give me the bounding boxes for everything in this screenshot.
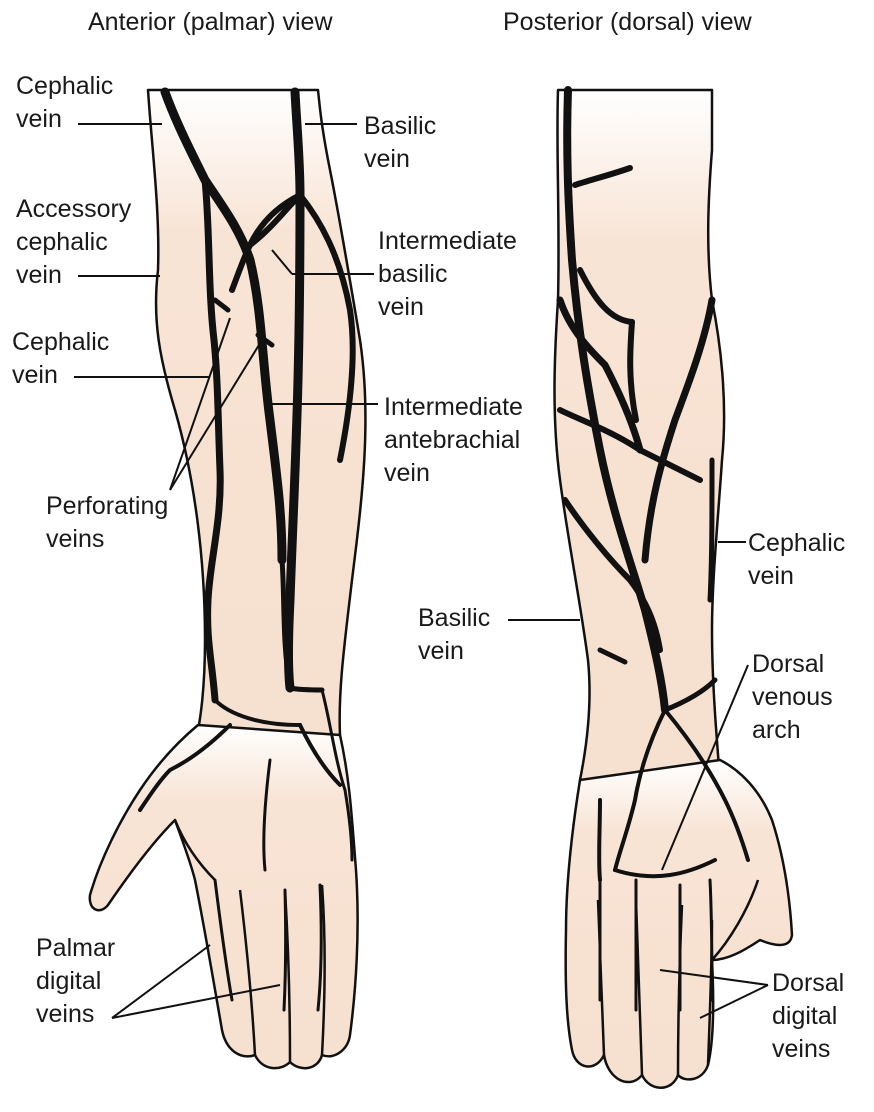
label-dorsal-digital-veins: Dorsal digital veins (772, 969, 845, 1063)
label-basilic-vein-posterior: Basilic vein (418, 604, 491, 665)
posterior-veins (556, 86, 750, 1012)
anterior-arm (88, 88, 367, 1070)
anterior-view-title: Anterior (palmar) view (88, 8, 333, 36)
leader-lines (74, 123, 769, 1019)
anterior-hand-outline (88, 723, 359, 1070)
label-accessory-cephalic-vein: Accessory cephalic vein (16, 195, 132, 289)
label-palmar-digital-veins: Palmar digital veins (36, 934, 116, 1028)
label-cephalic-vein-mid: Cephalic vein (12, 328, 110, 389)
label-intermediate-antebrachial-vein: Intermediate antebrachial vein (384, 393, 523, 487)
label-basilic-vein-anterior: Basilic vein (364, 112, 437, 173)
anterior-forearm-outline (146, 88, 367, 737)
label-cephalic-vein-upper: Cephalic vein (16, 72, 114, 133)
label-cephalic-vein-posterior: Cephalic vein (748, 529, 846, 590)
label-dorsal-venous-arch: Dorsal venous arch (752, 650, 833, 744)
posterior-forearm-outline (553, 88, 726, 782)
posterior-view-title: Posterior (dorsal) view (503, 8, 752, 36)
anterior-veins (138, 87, 356, 1012)
label-perforating-veins: Perforating veins (46, 492, 169, 553)
label-intermediate-basilic-vein: Intermediate basilic vein (378, 227, 517, 321)
